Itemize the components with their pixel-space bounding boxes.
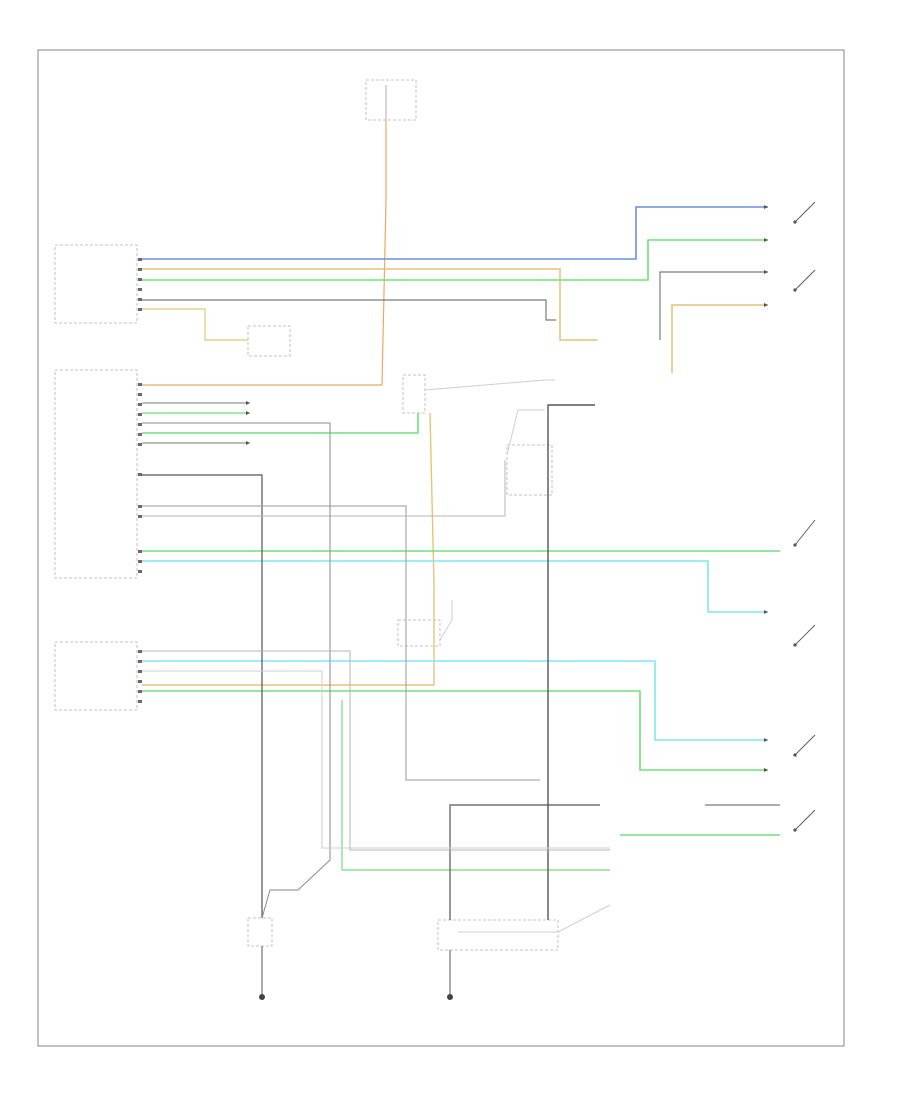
switch-top-right [793,201,816,292]
wire-tan-4 [142,412,435,686]
wire-green-1 [142,239,768,281]
wire-green-2 [142,413,419,434]
inline-connector-lower [397,619,441,647]
diagram-frame [37,49,845,1047]
wire-cyan-2 [142,660,768,741]
wire-blue [142,206,768,260]
wire-dark-vertical [547,404,595,920]
switch-bottom-right [793,734,816,832]
relay-block-right [506,444,553,496]
wire-light-relay [424,379,555,391]
inline-connector-center [247,325,291,357]
wire-orange-power [142,120,387,386]
wire-gray-2 [659,271,768,340]
connection-arrows [246,205,768,772]
wire-tan-1 [142,268,598,341]
wire-gray-3 [142,505,540,781]
wire-dark-bcm-ground [142,474,263,918]
wire-tan-3 [671,304,768,373]
wire-gray-7 [142,670,610,849]
wire-gray-1 [142,299,556,321]
seat-module-connector [54,244,142,324]
ground-symbol-right [447,950,453,1000]
wire-light-ground [458,904,611,933]
wire-tan-2 [142,308,248,341]
switch-mid-right [793,519,816,647]
wire-dark-right-ground [449,804,600,920]
wire-light-relay-2 [506,409,545,456]
wire-gray-4 [142,460,506,517]
top-fuse-block [365,79,417,121]
wire-light-relay-3 [439,600,453,641]
wire-cyan-1 [142,560,768,613]
wire-green-6 [341,700,610,871]
wire-green-5 [142,690,768,771]
relay-block-center [402,374,426,414]
ground-connector-right [437,919,559,951]
wire-gray-6 [142,650,610,851]
wire-gray-5 [142,422,331,919]
ground-connector-left [247,917,273,947]
passenger-seat-module-connector [54,641,142,711]
body-control-module-connector [54,369,142,579]
ground-symbol-left [259,946,265,1000]
